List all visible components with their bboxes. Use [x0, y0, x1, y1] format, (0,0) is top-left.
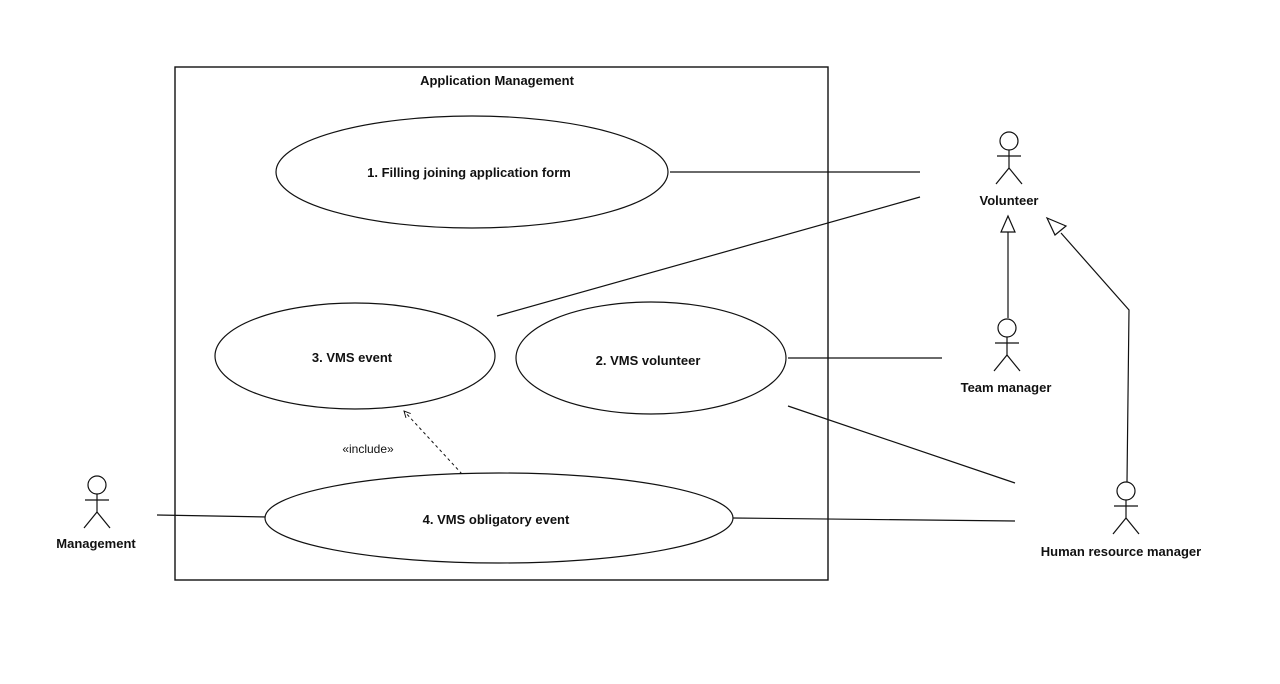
team-manager-right-leg: [1006, 354, 1021, 372]
actor-team-manager: [993, 318, 1021, 372]
include-label: «include»: [342, 442, 394, 456]
management-left-leg: [83, 511, 98, 529]
team-manager-left-leg: [993, 354, 1008, 372]
include-dependency: [404, 411, 463, 475]
volunteer-left-leg: [995, 167, 1010, 185]
team-manager-head: [997, 318, 1017, 338]
volunteer-right-leg: [1008, 167, 1023, 185]
management-right-leg: [96, 511, 111, 529]
use-case-vms-obligatory-event: [264, 472, 734, 564]
actor-management: [83, 475, 111, 529]
generalization-arrowhead-hr-manager: [1045, 216, 1068, 236]
association-management-obligatory-event: [156, 514, 269, 518]
actor-team-manager-label: Team manager: [961, 380, 1052, 395]
association-volunteer-vms-event: [496, 196, 921, 317]
actor-human-resource-manager-label: Human resource manager: [1041, 544, 1201, 559]
hr-manager-right-leg: [1125, 517, 1140, 535]
actor-volunteer: [995, 131, 1023, 185]
use-case-vms-event-label: 3. VMS event: [312, 350, 393, 365]
hr-manager-head: [1116, 481, 1136, 501]
actor-volunteer-label: Volunteer: [980, 193, 1039, 208]
actor-management-label: Management: [56, 536, 136, 551]
generalization-hr-manager: [1060, 232, 1130, 483]
generalization-arrowhead-team-manager: [1000, 214, 1016, 233]
actor-human-resource-manager: [1112, 481, 1140, 535]
use-case-vms-obligatory-event-label: 4. VMS obligatory event: [423, 512, 570, 527]
association-hr-obligatory-event: [732, 517, 1016, 522]
system-title: Application Management: [420, 73, 575, 88]
hr-manager-left-leg: [1112, 517, 1127, 535]
management-head: [87, 475, 107, 495]
use-case-filling-form-label: 1. Filling joining application form: [367, 165, 571, 180]
use-case-filling-form: [275, 115, 669, 229]
use-case-vms-volunteer: [515, 301, 787, 415]
use-case-vms-volunteer-label: 2. VMS volunteer: [596, 353, 701, 368]
use-case-vms-event: [214, 302, 496, 410]
association-hr-vms-volunteer: [787, 405, 1016, 484]
volunteer-head: [999, 131, 1019, 151]
system-boundary: [174, 66, 829, 581]
